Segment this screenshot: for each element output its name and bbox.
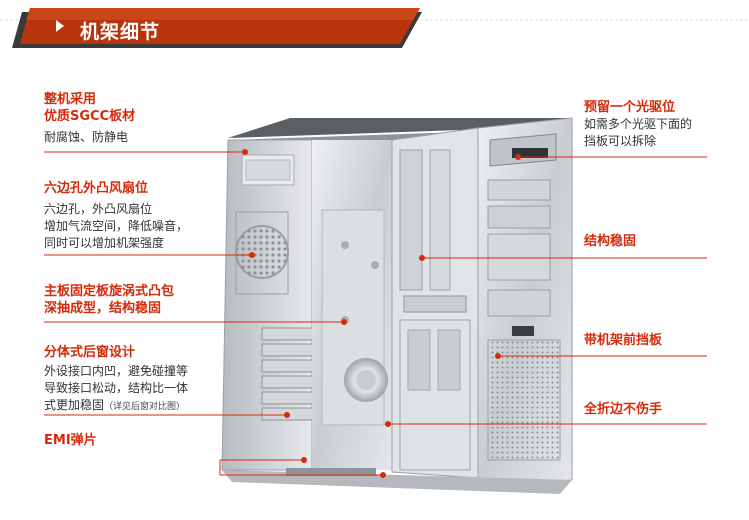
callout-hex-fan: 六边孔外凸风扇位 六边孔，外凸风扇位 增加气流空间，降低噪音， 同时可以增加机架… <box>44 180 188 252</box>
callout-title: EMI弹片 <box>44 433 97 448</box>
callout-folded-edges: 全折边不伤手 <box>584 401 662 418</box>
callout-body: 挡板可以拆除 <box>584 134 657 148</box>
callout-rear-window: 分体式后窗设计 外设接口内凹，避免碰撞等 导致接口松动，结构比一体 式更加稳固（… <box>44 344 188 416</box>
callout-body: 同时可以增加机架强度 <box>44 236 165 250</box>
callout-title: 主板固定板旋涡式凸包 <box>44 284 175 299</box>
callout-front-bezel: 带机架前挡板 <box>584 332 662 349</box>
callout-title: 深抽成型，结构稳固 <box>44 301 162 316</box>
callout-title: 预留一个光驱位 <box>584 100 676 115</box>
callout-emi-spring: EMI弹片 <box>44 432 97 449</box>
callout-optical-bay: 预留一个光驱位 如需多个光驱下面的 挡板可以拆除 <box>584 99 692 150</box>
callout-motherboard-tray: 主板固定板旋涡式凸包 深抽成型，结构稳固 <box>44 283 174 317</box>
callout-title: 六边孔外凸风扇位 <box>44 181 149 196</box>
header-banner: 机架细节 <box>0 0 749 56</box>
banner-graphic <box>0 8 749 48</box>
callout-body: 导致接口松动，结构比一体 <box>44 381 189 395</box>
callout-title: 带机架前挡板 <box>584 333 663 348</box>
callout-title: 分体式后窗设计 <box>44 345 136 360</box>
callout-title: 整机采用 <box>44 92 97 107</box>
callout-title: 结构稳固 <box>584 234 637 249</box>
callout-body: 耐腐蚀、防静电 <box>44 130 129 144</box>
callout-title: 优质SGCC板材 <box>44 109 136 124</box>
callout-body: 如需多个光驱下面的 <box>584 117 693 131</box>
callout-body: 增加气流空间，降低噪音， <box>44 219 189 233</box>
callout-title: 全折边不伤手 <box>584 402 663 417</box>
page-title: 机架细节 <box>80 21 161 43</box>
callout-sgcc-material: 整机采用 优质SGCC板材 耐腐蚀、防静电 <box>44 91 135 146</box>
callout-note: （详见后窗对比图） <box>104 402 186 412</box>
callout-body: 外设接口内凹，避免碰撞等 <box>44 364 189 378</box>
callout-body: 六边孔，外凸风扇位 <box>44 202 153 216</box>
callout-body: 式更加稳固（详见后窗对比图） <box>44 397 188 416</box>
callout-body-text: 式更加稳固 <box>44 398 105 412</box>
callout-sturdy-structure: 结构稳固 <box>584 233 636 250</box>
